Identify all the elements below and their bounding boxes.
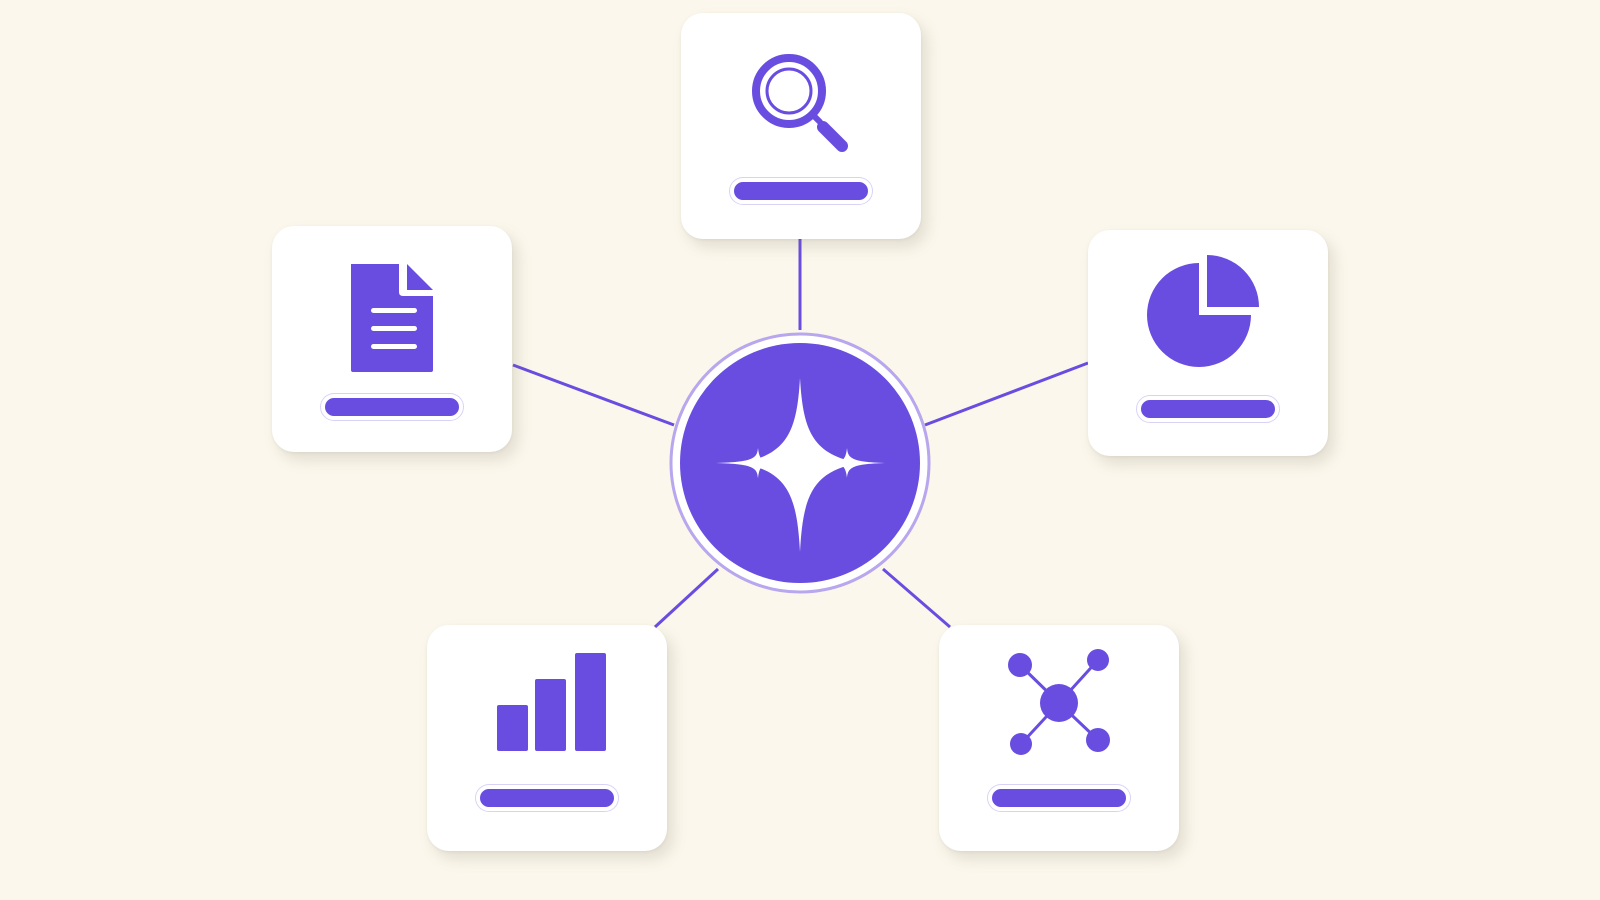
- network-graph-icon: [1008, 649, 1110, 755]
- connector-document: [512, 363, 675, 427]
- document-icon: [351, 264, 433, 372]
- search-card[interactable]: [681, 13, 921, 239]
- central-hub: [669, 332, 931, 594]
- bar-chart-label-bar: [476, 785, 618, 811]
- magnifier-icon: [752, 54, 848, 152]
- network-label-bar: [988, 785, 1130, 811]
- bar-chart-icon: [497, 653, 606, 751]
- pie-chart-card[interactable]: [1088, 230, 1328, 456]
- pie-chart-icon: [1147, 255, 1259, 367]
- bar-chart-card[interactable]: [427, 625, 667, 851]
- pie-chart-label-bar: [1137, 396, 1279, 422]
- document-label-bar: [321, 394, 463, 420]
- connector-piechart: [924, 361, 1089, 427]
- search-label-bar: [730, 178, 872, 204]
- connector-network: [882, 567, 951, 629]
- document-card[interactable]: [272, 226, 512, 452]
- connector-barchart: [653, 567, 720, 629]
- sparkle-icon: [716, 378, 885, 552]
- network-card[interactable]: [939, 625, 1179, 851]
